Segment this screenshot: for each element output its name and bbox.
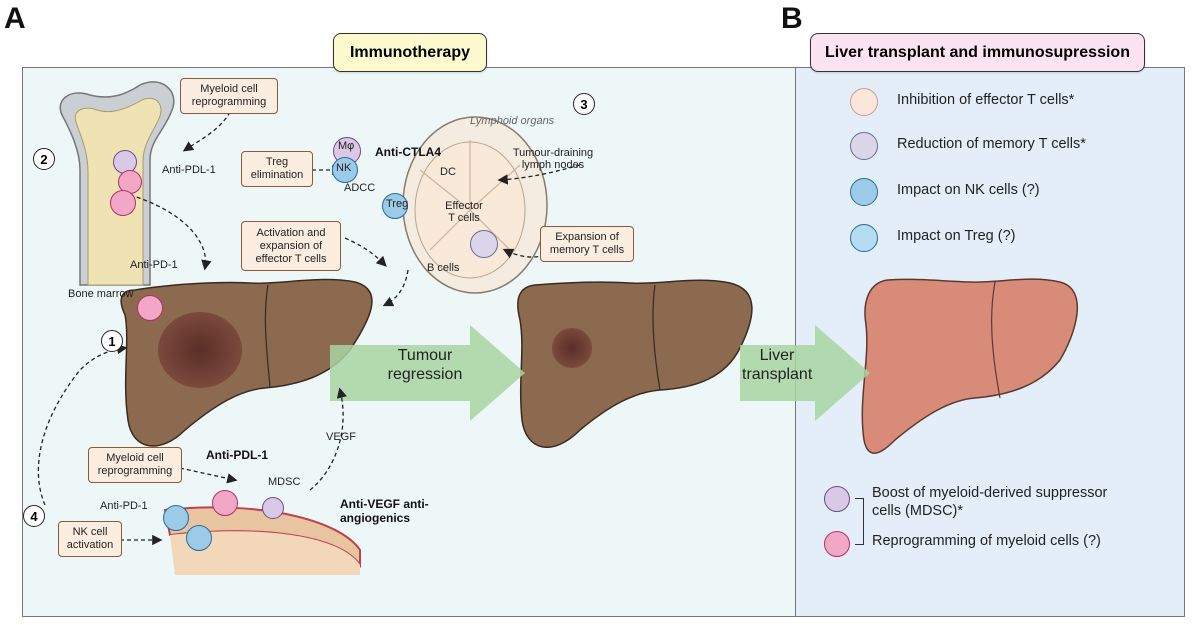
healthy-liver [861, 278, 1078, 454]
step-number-2: 2 [33, 148, 55, 170]
mdsc-cell-icon [262, 497, 284, 519]
anti-vegf-label: Anti-VEGF anti-angiogenics [340, 497, 429, 525]
mdsc-cell-icon [824, 486, 850, 512]
anti-pdl1-bottom-label: Anti-PDL-1 [206, 448, 268, 462]
memory-t-cell-icon [850, 132, 878, 160]
liver-transplant-title: Liver transplant and immunosupression [810, 33, 1145, 72]
anti-pd1-bottom-label: Anti-PD-1 [100, 500, 148, 512]
legend-effector-t-text: Inhibition of effector T cells* [897, 92, 1075, 108]
expansion-memory-note: Expansion of memory T cells [540, 226, 634, 262]
effector-t-cell-icon [850, 88, 878, 116]
nk-cell-icon [850, 178, 878, 206]
nk-cell-icon [186, 525, 212, 551]
panel-a-letter: A [4, 2, 26, 35]
step-number-3: 3 [573, 93, 595, 115]
effector-t-cells-label: Effector T cells [445, 200, 483, 224]
b-cells-label: B cells [427, 262, 460, 274]
liver-transplant-label: Liver transplant [742, 347, 813, 383]
macrophage-label: Mφ [338, 140, 355, 152]
anti-ctla4-label: Anti-CTLA4 [375, 145, 441, 159]
dc-label: DC [440, 166, 456, 178]
vegf-label: VEGF [326, 431, 356, 443]
legend-treg-text: Impact on Treg (?) [897, 228, 1016, 244]
legend-mdsc-text: Boost of myeloid-derived suppressor cell… [872, 485, 1108, 519]
liver-transplant-arrow [740, 325, 870, 421]
myeloid-cell-icon [212, 490, 238, 516]
step-number-4: 4 [23, 505, 45, 527]
activation-expansion-note: Activation and expansion of effector T c… [241, 221, 341, 271]
step-number-1: 1 [101, 330, 123, 352]
nk-label: NK [336, 162, 352, 174]
bone-marrow-label: Bone marrow [68, 288, 134, 300]
nk-activation-note: NK cell activation [58, 521, 122, 557]
lymphoid-organs-label: Lymphoid organs [470, 115, 555, 127]
myeloid-cell-icon [110, 190, 136, 216]
panel-b-letter: B [781, 2, 803, 35]
anti-pd1-top-label: Anti-PD-1 [130, 259, 178, 271]
myeloid-reprogramming-note-top: Myeloid cell reprogramming [180, 78, 278, 114]
nk-cell-icon [163, 505, 189, 531]
bone-marrow-illustration [59, 81, 175, 286]
myeloid-cell-icon [824, 531, 850, 557]
myeloid-legend-bracket [855, 498, 864, 545]
immunotherapy-title: Immunotherapy [333, 33, 487, 72]
tumour-regression-arrow [330, 325, 525, 421]
diseased-liver-2 [517, 279, 753, 448]
legend-memory-t-text: Reduction of memory T cells* [897, 136, 1086, 152]
anti-pdl1-top-label: Anti-PDL-1 [162, 164, 216, 176]
myeloid-reprogramming-note-bottom: Myeloid cell reprogramming [88, 447, 182, 483]
memory-t-cell-icon [470, 230, 498, 258]
nk-cell-icon [332, 157, 358, 183]
tdln-label: Tumour-draining lymph nodes [512, 147, 594, 171]
legend-myeloid-text: Reprogramming of myeloid cells (?) [872, 533, 1101, 549]
adcc-label: ADCC [344, 182, 376, 194]
tumour-regression-label: Tumour regression [387, 347, 463, 383]
diseased-liver-1 [120, 278, 373, 447]
legend-nk-text: Impact on NK cells (?) [897, 182, 1040, 198]
mdsc-label: MDSC [268, 476, 301, 488]
treg-cell-icon [850, 224, 878, 252]
treg-label: Treg [386, 198, 409, 210]
treg-elimination-note: Treg elimination [241, 151, 313, 187]
treg-cell-icon [382, 193, 408, 219]
myeloid-cell-icon [137, 295, 163, 321]
